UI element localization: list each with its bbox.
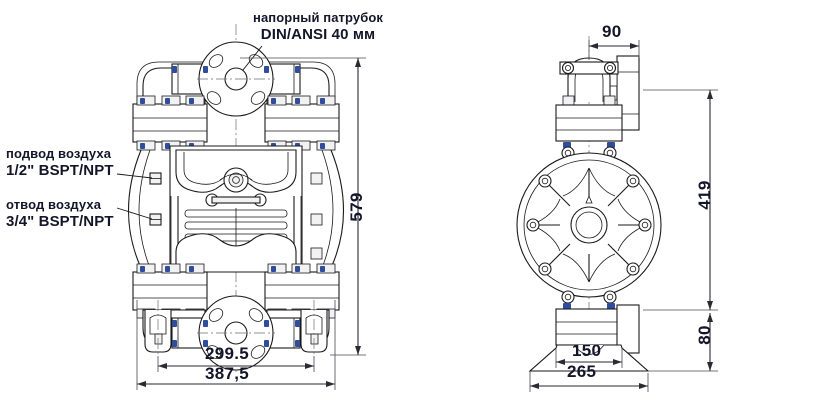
front-upper-chamber-caps xyxy=(132,95,340,151)
side-view-group xyxy=(516,36,718,392)
front-liquid-chambers xyxy=(127,149,345,269)
side-top-arch xyxy=(559,57,619,106)
dim-front-height-579 xyxy=(240,57,366,356)
dim-text-side-base-outer: 265 xyxy=(567,362,597,381)
dim-side-base-inner-150 xyxy=(555,348,623,368)
front-top-manifold xyxy=(136,41,336,117)
annotation-air-exhaust: отвод воздуха 3/4" BSPT/NPT xyxy=(6,197,114,230)
dim-text-front-width-feet: 299.5 xyxy=(205,344,250,363)
front-air-port-fittings xyxy=(149,172,323,260)
front-center-body xyxy=(169,145,303,273)
front-feet xyxy=(144,300,328,358)
annotation-discharge-line2: DIN/ANSI 40 мм xyxy=(260,26,376,43)
dim-side-base-80 xyxy=(648,313,718,372)
dim-text-side-base-inner: 150 xyxy=(572,341,602,360)
annotation-discharge-port: напорный патрубок DIN/ANSI 40 мм xyxy=(253,10,383,43)
dim-front-width-3875 xyxy=(136,300,336,390)
dim-front-width-2995 xyxy=(157,356,315,372)
annotation-air-inlet-line2: 1/2" BSPT/NPT xyxy=(6,162,114,179)
annotation-air-exhaust-line2: 3/4" BSPT/NPT xyxy=(6,213,114,230)
annotation-air-exhaust-line1: отвод воздуха xyxy=(6,197,102,212)
annotation-air-inlet-line1: подвод воздуха xyxy=(6,146,112,161)
dim-text-front-height: 579 xyxy=(347,192,366,222)
front-view-group xyxy=(116,24,366,390)
leader-air-exhaust xyxy=(116,207,153,220)
dim-side-plate-90 xyxy=(588,40,640,60)
side-top-block xyxy=(555,104,623,160)
dim-text-side-height: 419 xyxy=(695,180,714,210)
leader-air-inlet xyxy=(116,173,153,179)
annotation-discharge-line1: напорный патрубок xyxy=(253,10,383,25)
side-base-pedestal xyxy=(528,344,650,372)
dim-text-front-width-overall: 387,5 xyxy=(205,364,250,383)
dim-side-base-outer-265 xyxy=(529,371,649,392)
side-chamber-cover xyxy=(516,152,662,298)
dim-text-side-base-height: 80 xyxy=(695,325,714,345)
dim-text-side-plate-width: 90 xyxy=(602,22,622,41)
annotation-air-inlet: подвод воздуха 1/2" BSPT/NPT xyxy=(6,146,114,179)
side-bottom-block xyxy=(555,290,640,355)
dim-side-height-419 xyxy=(643,89,718,311)
